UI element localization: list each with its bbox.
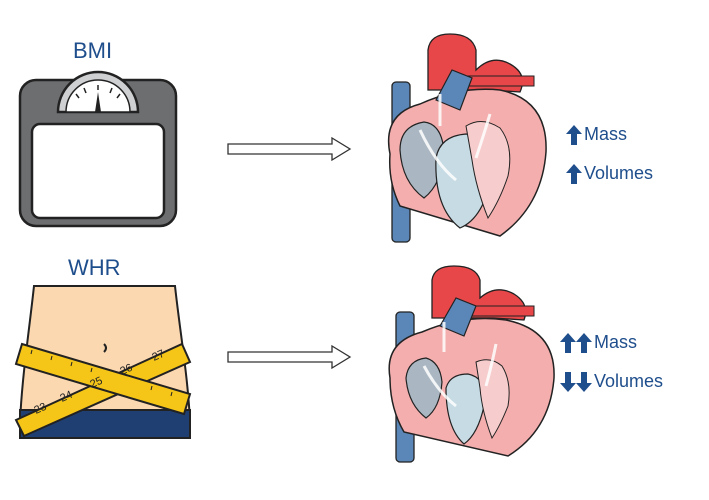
tape-number-23: 23 [32, 401, 48, 417]
bottom-mass-effect: Mass [560, 332, 637, 353]
arrow-up-icon [576, 332, 592, 353]
arrow-up-icon [566, 163, 582, 184]
bmi-label: BMI [73, 38, 113, 63]
bottom-mass-arrows [560, 332, 592, 353]
heart-illustration-top [387, 33, 547, 243]
scale-icon [18, 70, 178, 228]
tape-number-24: 24 [58, 389, 74, 405]
arrow-top [227, 136, 352, 162]
bottom-volumes-effect: Volumes [560, 371, 663, 392]
arrow-down-icon [576, 371, 592, 392]
waist-tape-icon: 23 24 25 26 27 [14, 285, 192, 439]
bottom-volumes-arrows [560, 371, 592, 392]
arrow-down-icon [560, 371, 576, 392]
tape-number-26: 26 [118, 362, 134, 378]
tape-number-27: 27 [150, 348, 166, 364]
top-mass-label: Mass [584, 124, 628, 144]
top-volumes-arrows [566, 163, 582, 184]
top-mass-effect: Mass [566, 124, 627, 145]
bottom-mass-label: Mass [594, 332, 638, 352]
arrow-up-icon [566, 124, 582, 145]
tape-number-25: 25 [88, 375, 104, 391]
top-mass-arrows [566, 124, 582, 145]
bottom-volumes-label: Volumes [594, 371, 664, 391]
arrow-bottom [227, 344, 352, 370]
heart-illustration-bottom [388, 265, 555, 463]
arrow-up-icon [560, 332, 576, 353]
whr-label: WHR [68, 255, 121, 280]
top-volumes-effect: Volumes [566, 163, 653, 184]
top-volumes-label: Volumes [584, 163, 654, 183]
